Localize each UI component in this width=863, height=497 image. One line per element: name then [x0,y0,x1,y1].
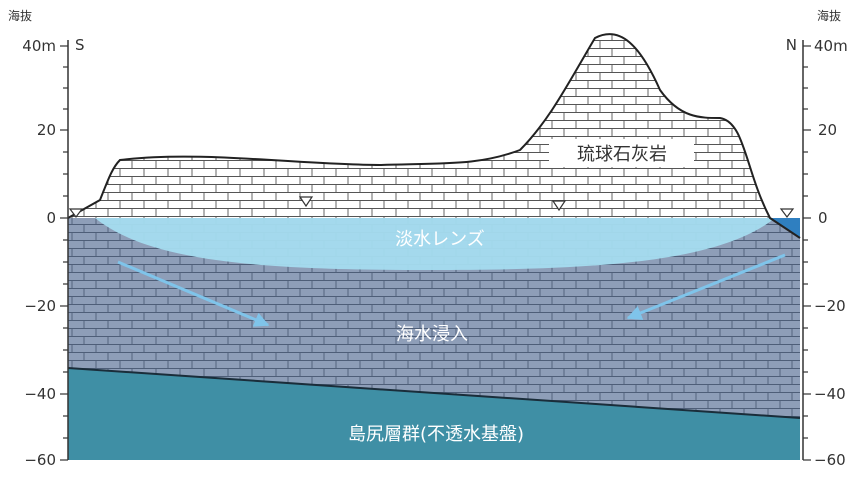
limestone-above-sea [68,34,800,220]
water-level-marker [779,208,795,218]
seawater-intrusion-label: 海水浸入 [396,324,468,345]
left-tick-label: 20 [37,121,56,139]
water-level-markers [68,196,795,218]
right-axis-title: 海抜 [817,8,841,23]
limestone-label: 琉球石灰岩 [577,144,667,165]
left-tick-label: −20 [24,297,56,315]
seawater-arrow-left [117,260,270,327]
basement-layer [68,368,800,460]
right-tick-label: 40m [814,37,848,55]
left-axis-ticks [60,45,68,461]
basement-boundary [67,367,801,419]
water-level-marker [298,196,314,208]
left-tick-label: −60 [24,451,56,469]
left-axis-title: 海抜 [8,8,32,23]
right-direction-label: N [786,36,797,54]
right-tick-label: −20 [814,297,846,315]
left-direction-label: S [75,36,85,54]
left-tick-label: 0 [46,209,56,227]
seawater-arrow-right [626,253,786,320]
right-tick-label: −40 [814,385,846,403]
right-axis-ticks [803,45,811,461]
freshwater-lens-label: 淡水レンズ [395,229,485,250]
left-tick-label: −40 [24,385,56,403]
water-level-marker [68,208,84,218]
freshwater-lens [95,218,775,270]
right-tick-label: 20 [818,121,837,139]
right-tick-label: −60 [814,451,846,469]
water-level-marker [551,200,567,212]
basement-label: 島尻層群(不透水基盤) [348,424,524,445]
ground-surface-line [67,33,801,239]
left-tick-label: 40m [22,37,56,55]
right-tick-label: 0 [818,209,828,227]
